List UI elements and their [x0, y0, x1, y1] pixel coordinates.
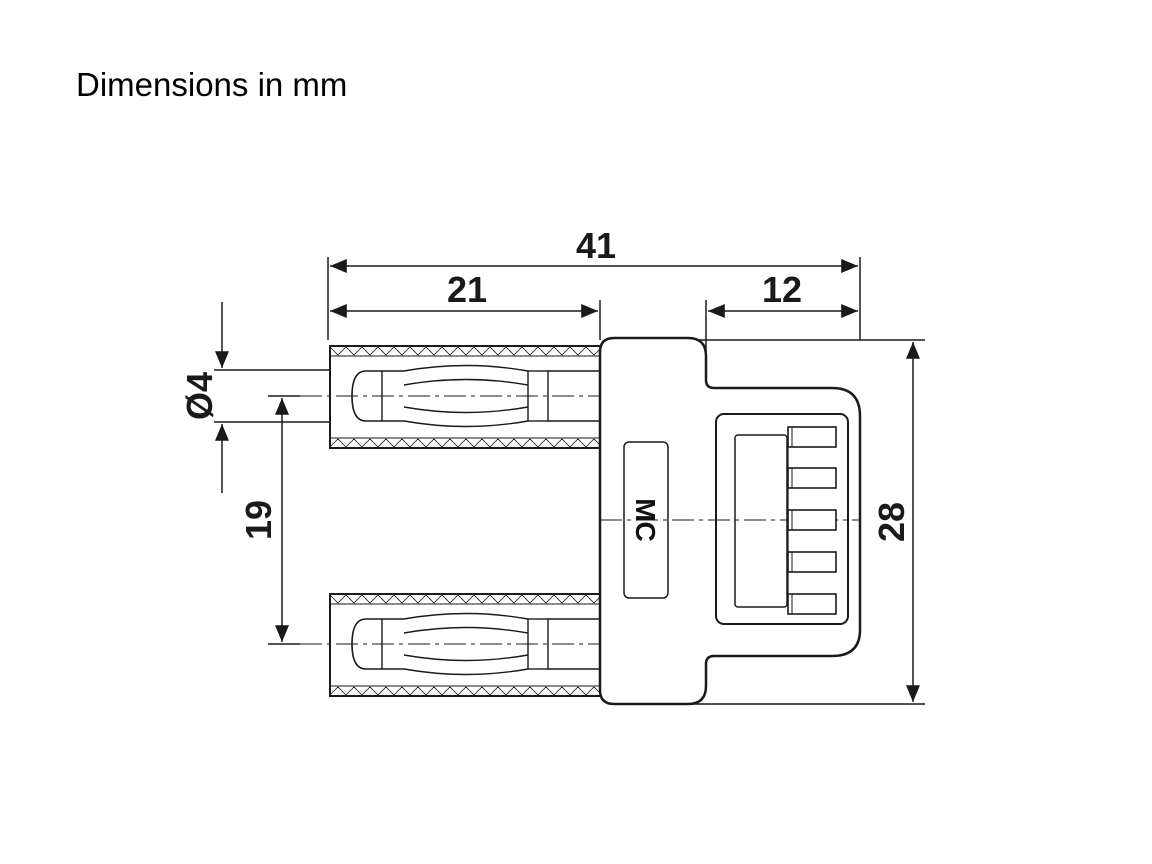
dimension-pitch: [268, 395, 300, 645]
dim-label-plug-diameter: Ø4: [179, 372, 220, 420]
mc-marking: MC: [630, 498, 661, 542]
lower-plug: [300, 593, 619, 697]
drawing-title: Dimensions in mm: [76, 66, 348, 103]
dim-label-overall-length: 41: [576, 225, 616, 266]
dimension-head-length: [705, 300, 858, 385]
upper-plug: [300, 345, 619, 449]
dim-label-head-length: 12: [762, 269, 802, 310]
dimension-height: [690, 339, 925, 705]
dimension-overall-length: [327, 257, 861, 340]
grip-ribs: [787, 426, 837, 615]
dimension-plug-length: [329, 300, 601, 340]
dim-label-plug-length: 21: [447, 269, 487, 310]
dim-label-height: 28: [871, 502, 912, 542]
dim-label-pitch: 19: [238, 500, 279, 540]
grip-recess: [715, 413, 849, 625]
